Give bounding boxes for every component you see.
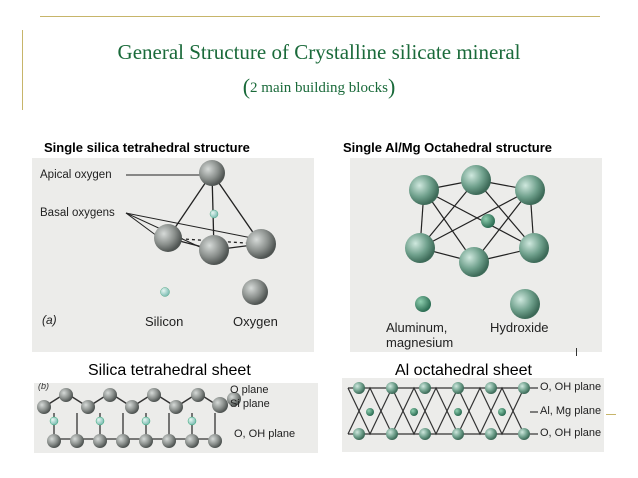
slide-title: General Structure of Crystalline silicat… — [117, 40, 521, 64]
central-aluminum-atom — [481, 214, 495, 228]
silica-sheet-label: Silica tetrahedral sheet — [88, 362, 251, 379]
tetrahedral-heading: Single silica tetrahedral structure — [44, 140, 250, 155]
silica-sheet-diagram: (b) O plane Si plane O, OH plane — [34, 383, 318, 453]
octahedral-heading: Single Al/Mg Octahedral structure — [343, 140, 553, 155]
central-silicon-atom — [209, 209, 219, 219]
octa-bottom-plane-label: O, OH plane — [540, 427, 601, 439]
hydroxide-atom — [409, 175, 439, 205]
slide-subtitle: (2 main building blocks) — [0, 74, 638, 100]
tetrahedron-svg: Apical oxygen Basal oxygens (a) Silicon … — [40, 160, 278, 329]
oxygen-label: Oxygen — [233, 314, 278, 329]
octahedral-sheet-label: Al octahedral sheet — [395, 362, 532, 379]
subtitle-open-paren: ( — [242, 74, 251, 99]
hydroxide-atom — [459, 247, 489, 277]
label-pointers — [125, 174, 253, 249]
octahedron-svg: Aluminum, magnesium Hydroxide — [386, 165, 549, 350]
panel-letter-label: (a) — [42, 313, 57, 327]
octahedral-sheet-diagram: O, OH plane Al, Mg plane O, OH plane — [342, 378, 604, 452]
basal-oxygen-atom — [154, 224, 182, 252]
apical-oxygen-label: Apical oxygen — [40, 169, 112, 181]
hydroxide-atom — [405, 233, 435, 263]
magnesium-label: magnesium — [386, 335, 453, 350]
silica-sheet-svg: (b) O plane Si plane O, OH plane — [37, 383, 295, 448]
hydroxide-atom — [515, 175, 545, 205]
decorative-left-line — [22, 30, 23, 110]
basal-oxygens-label: Basal oxygens — [40, 207, 115, 219]
octahedron-diagram: Aluminum, magnesium Hydroxide — [350, 158, 602, 352]
octa-al-mg-plane-label: Al, Mg plane — [540, 405, 601, 417]
octahedral-sheet-svg: O, OH plane Al, Mg plane O, OH plane — [347, 381, 601, 440]
basal-oxygen-atom — [199, 235, 229, 265]
silica-o-plane-label: O plane — [230, 384, 269, 396]
silica-si-plane-label: Si plane — [230, 398, 270, 410]
octa-top-plane-label: O, OH plane — [540, 381, 601, 393]
silicon-label: Silicon — [145, 314, 183, 329]
decorative-right-mark — [606, 414, 616, 415]
apical-oxygen-atom — [199, 160, 225, 186]
silicon-legend-icon — [160, 287, 170, 297]
hydroxide-atom — [519, 233, 549, 263]
basal-oxygen-atom — [246, 229, 276, 259]
subtitle-close-paren: ) — [387, 74, 396, 99]
svg-text:(b): (b) — [38, 383, 49, 391]
tick-mark — [576, 348, 577, 356]
hydroxide-legend-icon — [510, 289, 540, 319]
aluminum-legend-icon — [415, 296, 431, 312]
tetrahedron-diagram: Apical oxygen Basal oxygens (a) Silicon … — [32, 158, 314, 352]
hydroxide-atom — [461, 165, 491, 195]
aluminum-label: Aluminum, — [386, 320, 447, 335]
hydroxide-label: Hydroxide — [490, 320, 549, 335]
oxygen-legend-icon — [242, 279, 268, 305]
silica-o-oh-plane-label: O, OH plane — [234, 428, 295, 440]
subtitle-text: 2 main building blocks — [250, 80, 388, 96]
decorative-top-line — [40, 16, 600, 17]
